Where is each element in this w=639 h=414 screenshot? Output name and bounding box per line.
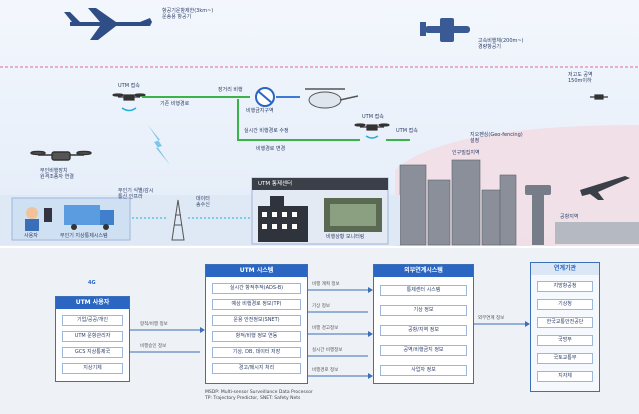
utm-center-header (252, 178, 388, 190)
signal-wave-a (121, 107, 137, 112)
helicopter-icon (305, 88, 359, 109)
arrow-label-mid-5: 비행경로 정보 (312, 368, 339, 373)
antenna-tower-icon (171, 199, 185, 241)
utm-row-6: 경고/메시지 처리 (212, 363, 301, 374)
operator-drone-icon (30, 150, 92, 161)
drone-icon-c (590, 94, 608, 100)
city-buildings (399, 159, 517, 246)
footnote: MSDP: Multi-sensor Surveillance Data Pro… (205, 390, 313, 401)
airport-terminal (555, 222, 639, 244)
reroute-label: 실시간 비행경로 수정 (244, 128, 289, 134)
external-row-3: 공항/지역 정보 (380, 325, 467, 336)
truck-icon (64, 205, 114, 230)
drone-b-label: UTM 접속 (362, 114, 384, 120)
arrow-label-mid-4: 실시간 비행정보 (312, 348, 343, 353)
utm-row-4: 항적/비행 정보 연동 (212, 331, 301, 342)
airport-label: 공항지역 (560, 214, 579, 220)
agencies-box-title: 연계기관 (531, 263, 599, 275)
utm-row-1: 실시간 항적추적(ADS-B) (212, 283, 301, 294)
agency-row-3: 한국교통안전공단 (537, 317, 593, 328)
truck-label: 무인기 지상통제시스템 (60, 233, 108, 239)
detour-label: 장거리 비행 (218, 87, 243, 93)
external-system-box: 외부연계시스템 통제센터 시스템 기상 정보 공항/지역 정보 공역/비행금지 … (373, 264, 474, 384)
airliner-label: 항공기운항제한(3km~) 운송용 항공기 (162, 8, 214, 20)
agency-row-5: 국토교통부 (537, 353, 593, 364)
phone-icon (44, 208, 52, 222)
no-fly-icon (255, 87, 275, 107)
geofence-label: 지오펜싱(Geo-fencing) 설정 (470, 132, 523, 144)
user-avatar (26, 207, 38, 219)
drone-c-label: UTM 접속 (396, 128, 418, 134)
arrow-label-right: 외부연계 정보 (478, 316, 505, 321)
system-arrows (130, 289, 525, 377)
user-label: 사용자 (24, 233, 38, 239)
control-tower-icon (525, 185, 551, 245)
tower-label: 무인기 식별/감시 통신 인프라 (118, 188, 154, 200)
drone-a-label: UTM 접속 (118, 83, 140, 89)
signal-wave-b (365, 135, 379, 139)
external-row-4: 공역/비행금지 정보 (380, 345, 467, 356)
path-change-label: 비행경로 변경 (256, 146, 286, 152)
agency-row-6: 지자체 (537, 371, 593, 382)
light-aircraft-icon (420, 18, 470, 42)
operator-row-2: UTM 운항관리자 (62, 331, 123, 342)
arrow-label-mid-1: 비행 계획 정보 (312, 282, 340, 287)
route-label: 기존 비행경로 (160, 101, 190, 107)
operator-row-4: 지상기체 (62, 363, 123, 374)
utm-row-2: 예상 비행경로 정보(TP) (212, 299, 301, 310)
agency-row-2: 기상청 (537, 299, 593, 310)
utm-system-box: UTM 시스템 실시간 항적추적(ADS-B) 예상 비행경로 정보(TP) 운… (205, 264, 308, 384)
link-label: 데이터 송수신 (196, 196, 210, 208)
utm-center-label: UTM 통제센터 (258, 181, 293, 187)
arrow-label-left-1: 항적/비행 정보 (140, 322, 168, 327)
network-badge: 4G (88, 280, 96, 286)
drone-icon-b (354, 123, 390, 131)
external-system-box-title: 외부연계시스템 (374, 265, 473, 277)
drone-icon-a (112, 93, 146, 101)
external-row-2: 기상 정보 (380, 305, 467, 316)
operator-box-title: UTM 사용자 (56, 297, 129, 309)
external-row-5: 사업자 정보 (380, 365, 467, 376)
monitor-label: 비행상황 모니터링 (326, 234, 365, 240)
external-row-1: 통제센터 시스템 (380, 285, 467, 296)
operator-row-1: 기업/공공/개인 (62, 315, 123, 326)
utm-row-5: 기상, DB, 데이터 저장 (212, 347, 301, 358)
airliner-icon (64, 8, 152, 40)
city-label: 인구밀집지역 (452, 150, 480, 156)
utm-system-box-title: UTM 시스템 (206, 265, 307, 277)
arrow-label-mid-2: 기상 정보 (312, 304, 330, 309)
utm-row-3: 운용 안전정보(SNET) (212, 315, 301, 326)
reroute-path (237, 99, 360, 141)
lightning-icon (148, 125, 170, 165)
no-fly-label: 비행금지구역 (246, 108, 274, 114)
operator-box: UTM 사용자 기업/공공/개인 UTM 운항관리자 GCS 지상통제국 지상기… (55, 296, 130, 382)
building-windows (262, 212, 297, 229)
operator-label: 무인비행장치 원격조종자 연결 (40, 168, 74, 180)
altitude-label: 저고도 공역 150m이하 (568, 72, 593, 84)
monitor-image (330, 204, 376, 226)
departing-airplane-icon (580, 176, 630, 200)
agencies-box: 연계기관 지방항공청 기상청 한국교통안전공단 국방부 국토교통부 지자체 (530, 262, 600, 392)
user-body (25, 219, 39, 231)
arrow-label-mid-3: 비행 경고정보 (312, 326, 339, 331)
agency-row-4: 국방부 (537, 335, 593, 346)
arrow-label-left-2: 비행승인 정보 (140, 344, 167, 349)
agency-row-1: 지방항공청 (537, 281, 593, 292)
operator-row-3: GCS 지상통제국 (62, 347, 123, 358)
light-aircraft-label: 고속비행체(200m~) 경량항공기 (478, 38, 524, 50)
